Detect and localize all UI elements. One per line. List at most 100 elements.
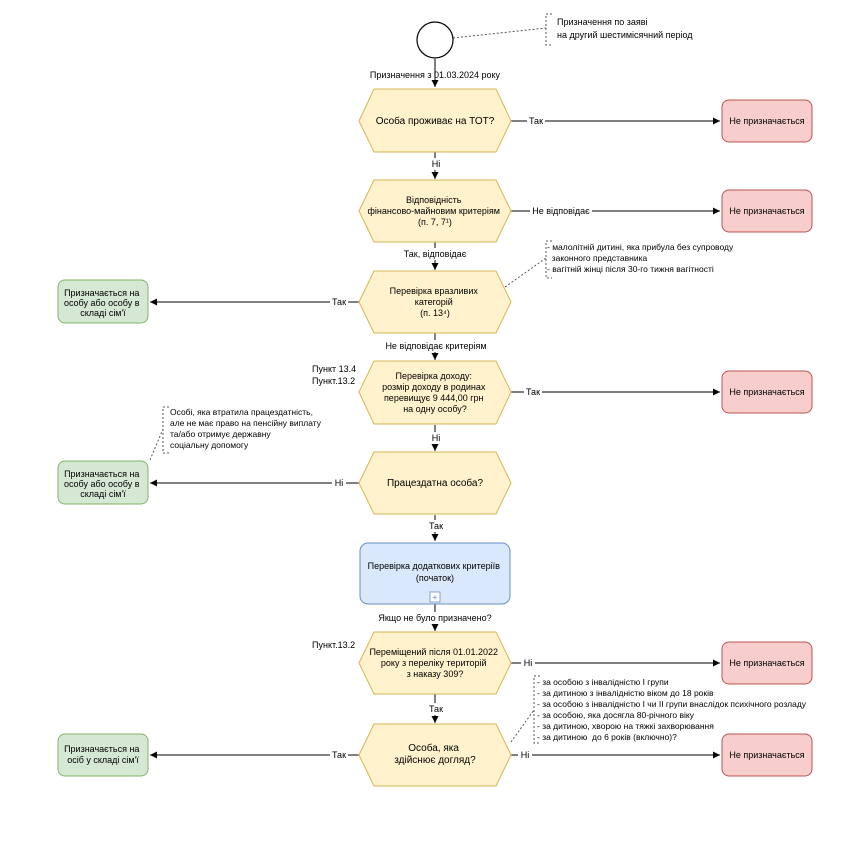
edge-label-vulnerable-no: Не відповідає критеріям [385,341,486,351]
svg-text:Особа, яка здійснює догл: Особа, яка здійснює догляд? [394,742,476,766]
point-labels: Пункт 13.4 Пункт.13.2 Пункт.13.2 [312,364,356,650]
decision-income[interactable]: Перевірка доходу: розмір доходу в родина… [358,360,512,425]
decision-income-line-3: перевищує 9 444,00 грн [384,393,484,403]
outcome-not-assigned-tot[interactable]: Не призначається [721,99,813,143]
decision-moved[interactable]: Переміщений після 01.01.2022 року з пере… [358,631,512,695]
edge-label-care-yes: Так [332,750,346,760]
decision-able-line-1: Працездатна особа? [387,477,484,489]
edge-label-vulnerable-yes: Так [332,297,346,307]
note-bracket-vulnerable [545,240,552,279]
decision-financial[interactable]: Відповідність фінансово-майновим критері… [358,179,512,243]
decision-income-line-1: Перевірка доходу: [395,371,472,381]
decision-income-line-2: розмір доходу в родинах [382,382,486,392]
process-additional-criteria[interactable]: Перевірка додаткових критеріїв (початок)… [359,542,511,605]
note-able: Особі, яка втратила працездатність, але … [170,407,323,450]
decision-moved-line-3: з наказу 309? [407,669,464,679]
point-label-moved-1: Пункт.13.2 [312,640,355,650]
decision-financial-shape [358,179,512,243]
connectors [150,59,720,759]
outcome-not-assigned-financial[interactable]: Не призначається [721,189,813,233]
outcome-not-assigned-income[interactable]: Не призначається [721,370,813,414]
decision-tot[interactable]: Особа проживає на ТОТ? [358,88,512,153]
process-additional-line-1: Перевірка додаткових критеріїв [368,561,501,571]
svg-text:- малолітній дитині, яка прибу: - малолітній дитині, яка прибула без суп… [547,242,736,274]
decision-vulnerable-shape [358,270,512,334]
svg-text:Перевірка вразливих кате: Перевірка вразливих категорій (п. 13⁴) [390,286,481,318]
edge-label-financial-no: Не відповідає [532,206,590,216]
outcome-assigned-vulnerable-line-1: Призначається на [64,288,139,298]
point-label-income-1: Пункт 13.4 [312,364,356,374]
edge-label-able-yes: Так [429,521,443,531]
edge-label-financial-yes: Так, відповідає [404,249,467,259]
decision-able[interactable]: Працездатна особа? [358,451,512,515]
process-additional-line-2: (початок) [416,573,454,583]
edge-label-tot-yes: Так [529,116,543,126]
edge-label-start: Призначення з 01.03.2024 року [370,70,501,80]
note-link-vulnerable [504,257,547,288]
svg-text:Відповідність фінансово-: Відповідність фінансово-майновим критері… [368,195,503,227]
outcome-assigned-family-line-1: Призначається на [64,744,139,754]
edge-label-income-no: Ні [432,433,441,443]
note-able-line-4: соціальну допомогу [170,440,249,450]
outcome-not-assigned-care[interactable]: Не призначається [721,733,813,777]
outcome-assigned-vulnerable-line-3: складі сім'ї [80,308,126,318]
decision-care-shape [358,723,512,787]
start-node[interactable] [416,21,454,59]
decision-vulnerable-line-3: (п. 13⁴) [420,308,450,318]
note-vulnerable-line-3: - вагітній жінці після 30-го тижня вагіт… [547,264,714,274]
note-vulnerable-line-2: законного представника [547,253,647,263]
decision-care-line-2: здійснює догляд? [394,755,476,766]
note-start: Призначення по заяві на другий шестиміся… [557,17,693,40]
outcome-not-assigned-moved-label: Не призначається [729,658,804,668]
outcome-not-assigned-tot-label: Не призначається [729,116,804,126]
outcome-not-assigned-care-label: Не призначається [729,750,804,760]
note-care-line-6: - за дитиною до 6 років (включно)? [537,732,677,742]
note-link-care [510,709,535,743]
note-care: - за особою з інвалідністю I групи - за … [537,677,808,742]
svg-text:Призначається на осіб у: Призначається на осіб у складі сім'ї [64,744,142,765]
decision-vulnerable-line-1: Перевірка вразливих [390,286,479,296]
edge-labels: Призначення з 01.03.2024 року Так Ні Не … [330,70,592,761]
outcome-assigned-able-line-3: складі сім'ї [80,489,126,499]
outcome-assigned-vulnerable[interactable]: Призначається на особу або особу в склад… [57,279,149,324]
outcome-assigned-family-line-2: осіб у складі сім'ї [67,755,139,765]
decision-able-shape [358,451,512,515]
outcome-assigned-able[interactable]: Призначається на особу або особу в склад… [57,460,149,505]
svg-text:- за особою з інвалідністю I г: - за особою з інвалідністю I групи - за … [537,677,808,742]
edge-label-if-not-assigned: Якщо не було призначено? [378,613,491,623]
decision-tot-line-1: Особа проживає на ТОТ? [376,115,495,127]
svg-text:Перевірка доходу: розмір: Перевірка доходу: розмір доходу в родина… [382,371,488,414]
edge-label-tot-no: Ні [432,159,441,169]
decision-care[interactable]: Особа, яка здійснює догляд? [358,723,512,787]
decision-moved-shape [358,631,512,695]
svg-text:Призначається на особу а: Призначається на особу або особу в склад… [64,288,142,318]
note-vulnerable: - малолітній дитині, яка прибула без суп… [547,242,736,274]
decision-income-line-4: на одну особу? [403,404,467,414]
edge-label-care-no: Ні [521,750,530,760]
decision-tot-shape [358,88,512,153]
svg-text:+: + [432,593,437,603]
decision-moved-line-2: року з переліку територій [381,658,487,668]
expand-icon[interactable]: + [429,591,441,603]
outcome-assigned-able-line-1: Призначається на [64,469,139,479]
note-able-line-3: та/або отримує державну [170,429,271,439]
note-links [149,13,552,744]
note-bracket-care [533,675,540,744]
decision-income-shape [358,360,512,425]
outcome-assigned-family[interactable]: Призначається на осіб у складі сім'ї [57,733,149,777]
svg-text:Особа проживає на ТОТ?: Особа проживає на ТОТ? [376,115,495,127]
outcome-not-assigned-moved[interactable]: Не призначається [721,641,813,685]
edge-label-moved-yes: Так [429,704,443,714]
decision-care-line-1: Особа, яка [408,742,459,754]
edge-label-income-yes: Так [526,387,540,397]
note-care-line-2: - за дитиною з інвалідністю віком до 18 … [537,688,714,698]
note-care-line-1: - за особою з інвалідністю I групи [537,677,669,687]
decision-vulnerable[interactable]: Перевірка вразливих категорій (п. 13⁴) [358,270,512,334]
process-additional-shape [359,542,511,605]
decision-financial-line-1: Відповідність [406,195,462,205]
note-bracket-able [162,406,169,454]
svg-text:Особі, яка втратила працездатн: Особі, яка втратила працездатність, але … [170,407,323,450]
svg-text:Призначається на особу а: Призначається на особу або особу в склад… [64,469,142,499]
svg-text:Перевірка додаткових критеріїв: Перевірка додаткових критеріїв (початок) [368,561,503,583]
